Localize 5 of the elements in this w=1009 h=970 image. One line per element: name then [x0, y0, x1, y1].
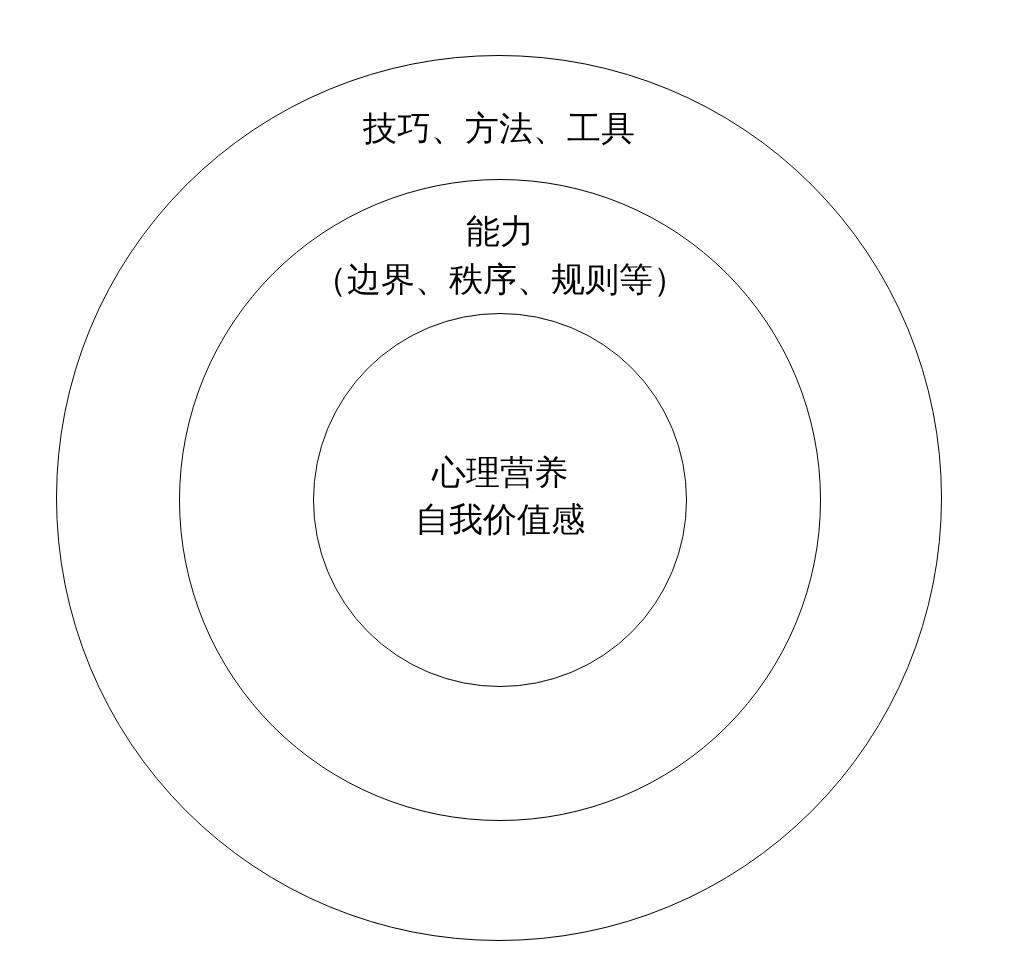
- ring-label: 技巧、方法、工具: [363, 109, 635, 149]
- ring-label: 能力: [466, 212, 534, 252]
- core-label: 自我价值感: [415, 500, 585, 540]
- core-label: 心理营养: [432, 453, 568, 493]
- ring-label: （边界、秩序、规则等）: [313, 260, 687, 300]
